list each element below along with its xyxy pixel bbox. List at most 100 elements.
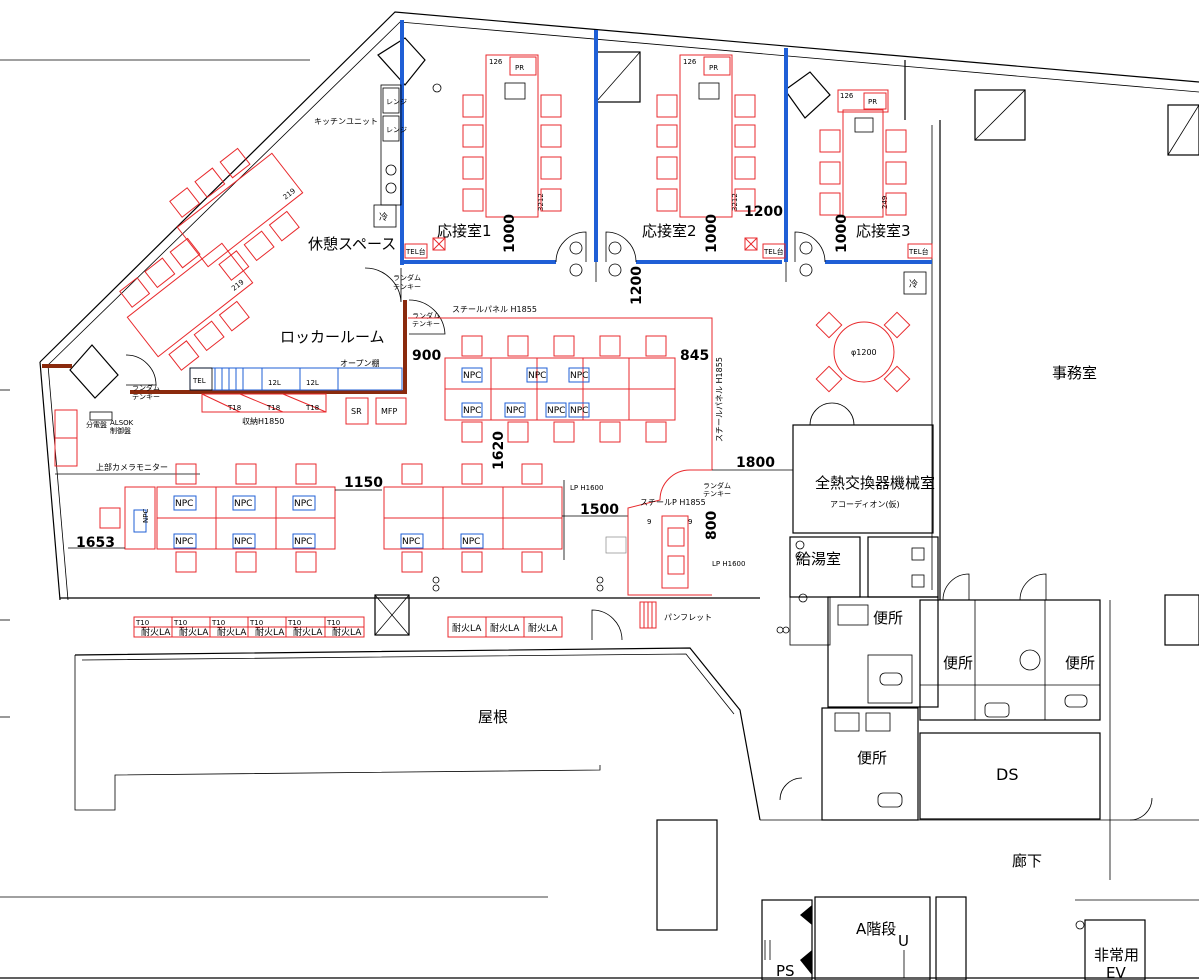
t10-label: T10	[211, 619, 225, 627]
tel-label: TEL	[192, 377, 206, 385]
tel-board-label: TEL台	[763, 247, 784, 256]
dimension-900: 900	[412, 348, 441, 364]
npc-label: NPC	[528, 371, 546, 381]
room-label-kitchenette: 給湯室	[796, 550, 841, 568]
t10-label: T10	[135, 619, 149, 627]
npc-label: NPC	[234, 537, 252, 547]
npc-group: NPC NPC	[400, 533, 484, 549]
pr-label: PR	[709, 64, 718, 72]
kitchenette: 給湯室	[776, 536, 861, 646]
code-126: 126	[683, 58, 697, 66]
dimension-1000: 1000	[704, 214, 720, 253]
column-3	[784, 71, 831, 119]
building-outline	[0, 11, 1199, 979]
npc-label: NPC	[570, 371, 588, 381]
code-126: 126	[489, 58, 503, 66]
room-label-stair: A階段	[856, 920, 896, 938]
fireproof-label: 耐火LA	[528, 622, 558, 634]
round-table: φ1200	[815, 311, 911, 393]
lp-label: LP H1600	[570, 484, 603, 492]
t10-label: T10	[249, 619, 263, 627]
code-126: 126	[840, 92, 854, 100]
lounge-table-2: 219	[119, 237, 254, 371]
fireproof-label: 耐火LA	[332, 626, 362, 638]
range-label: レンジ	[386, 98, 407, 106]
desk-island-lower-center: NPC NPC LP H1600 1500	[383, 463, 628, 573]
random-tenki-line2: テンキー	[412, 320, 440, 328]
cross-mark	[432, 237, 446, 251]
room-label-emergency-ev: 非常用	[1094, 946, 1139, 964]
column-6	[69, 344, 119, 399]
random-tenki-line1: ランダム	[412, 311, 440, 320]
random-tenki-line2: テンキー	[393, 283, 421, 291]
fridge-label: 冷	[379, 211, 388, 223]
steel-panel-label: スチールパネル H1855	[452, 305, 537, 314]
column-5	[1167, 104, 1199, 156]
t10-label: T10	[326, 619, 340, 627]
npc-label: NPC	[294, 537, 312, 547]
random-tenki-line1: ランダム	[132, 383, 160, 392]
dimension-1150: 1150	[344, 475, 383, 491]
room-label-toilet: 便所	[1065, 654, 1095, 672]
chair-row	[461, 335, 667, 443]
dimension-800: 800	[704, 511, 720, 540]
pr-label: PR	[515, 64, 524, 72]
small-meeting-corner: スチールP H1855 ランダム テンキー 9 9 800 LP H1600	[605, 469, 745, 596]
npc-label: NPC	[506, 406, 524, 416]
range-label: レンジ	[386, 126, 407, 134]
chair-group	[656, 94, 756, 212]
alsok-line1: ALSOK	[110, 419, 134, 427]
t18-label: T18	[266, 404, 280, 412]
fireproof-label: 耐火LA	[255, 626, 285, 638]
room-label-machine: 全熱交換器機械室	[815, 474, 935, 492]
12l-label: 12L	[268, 379, 281, 387]
t18-label: T18	[227, 404, 241, 412]
room-label-ds: DS	[996, 765, 1018, 784]
stair-area: A階段 U PS 非常用 EV	[761, 896, 1199, 980]
fireproof-label: 耐火LA	[490, 622, 520, 634]
npc-label: NPC	[175, 537, 193, 547]
column-1	[377, 37, 426, 86]
dimension-1200: 1200	[744, 204, 783, 220]
room-label-ps: PS	[776, 962, 795, 980]
round-table-label: φ1200	[851, 348, 877, 357]
npc-group: NPC NPC NPC NPC NPC NPC NPC	[461, 367, 590, 418]
room-label-emergency-ev-2: EV	[1106, 964, 1126, 980]
random-tenki-line2: テンキー	[703, 490, 731, 498]
lounge: 219 219 休憩スペース	[119, 147, 396, 371]
chair-row	[175, 463, 317, 573]
tel-board-label: TEL台	[908, 247, 929, 256]
room-label-reception-3: 応接室3	[856, 222, 911, 240]
accordion-label: アコーディオン(仮)	[830, 499, 900, 509]
room-label-roof: 屋根	[478, 708, 508, 726]
column-7	[374, 594, 410, 636]
npc-label: NPC	[570, 406, 588, 416]
machine-room: 全熱交換器機械室 アコーディオン(仮) 1800	[712, 402, 935, 534]
toilets-area: 便所 便所 便所 便所 DS 廊下	[760, 536, 1199, 880]
room-label-toilet: 便所	[943, 654, 973, 672]
dimension-1800: 1800	[736, 455, 775, 471]
dimension-845: 845	[680, 348, 709, 364]
open-shelf-label: オープン棚	[340, 358, 380, 368]
fireproof-label: 耐火LA	[217, 626, 247, 638]
random-tenki-line2: テンキー	[132, 393, 160, 401]
npc-label: NPC	[175, 499, 193, 509]
room-label-lounge: 休憩スペース	[308, 235, 396, 253]
code-249: 249	[881, 196, 889, 209]
t10-label: T10	[287, 619, 301, 627]
pamphlet-label: パンフレット	[664, 613, 712, 622]
npc-label: NPC	[463, 371, 481, 381]
dimension-1000: 1000	[834, 214, 850, 253]
reception-room-3: 126 PR 249 応接室3 1000 TEL台 冷	[794, 89, 933, 295]
npc-label: NPC	[462, 537, 480, 547]
lp-label: LP H1600	[712, 560, 745, 568]
npc-group: NPC NPC NPC NPC NPC NPC	[173, 495, 316, 549]
fireproof-label: 耐火LA	[452, 622, 482, 634]
left-entrance: ランダム テンキー 分電盤 ALSOK 制御盤 上部カメラモニター	[42, 354, 200, 475]
t10-label: T10	[173, 619, 187, 627]
lounge-table-1: 219	[169, 147, 304, 281]
random-tenki-line1: ランダム	[703, 481, 731, 490]
locker-room: ランダム テンキー ランダム テンキー ロッカールーム TEL 12L 12L …	[130, 267, 446, 426]
reception-partitions	[400, 20, 932, 282]
